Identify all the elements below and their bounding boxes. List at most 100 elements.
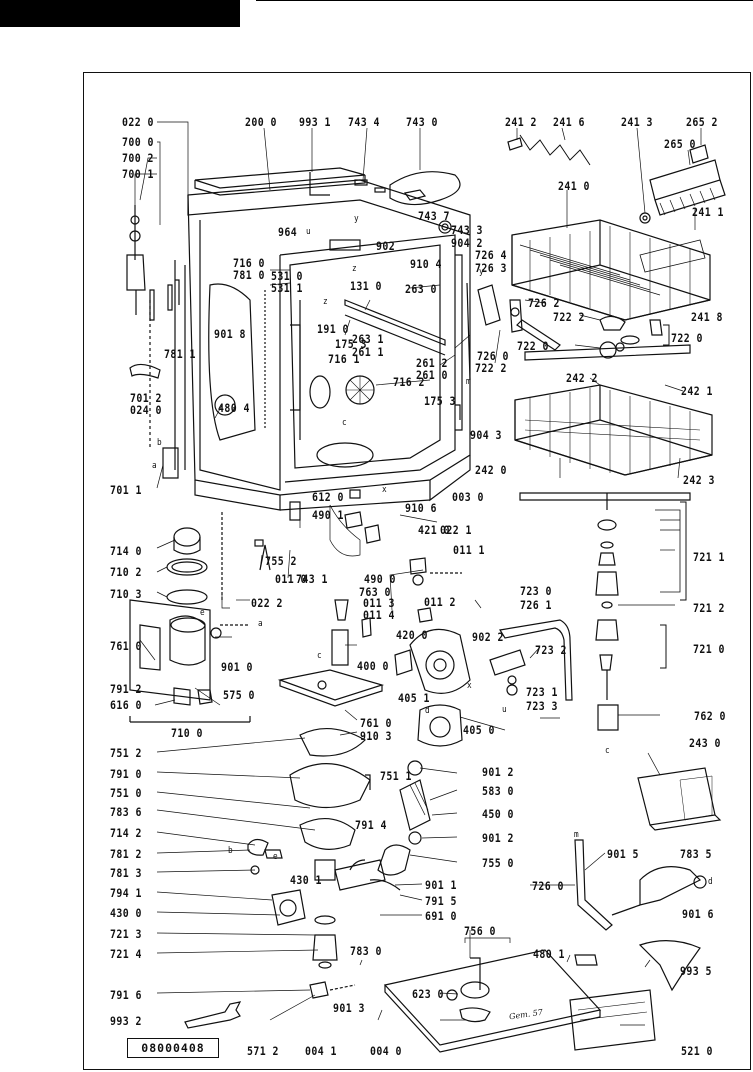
control-module — [569, 989, 656, 1051]
ref-letter-x-b: x — [467, 681, 473, 691]
part-label-726-1: 726 1 — [520, 598, 552, 612]
part-label-791-6: 791 6 — [110, 988, 142, 1002]
part-label-781-2: 781 2 — [110, 847, 142, 861]
wrench-tool — [184, 1001, 242, 1029]
drain-pump — [247, 838, 338, 969]
part-label-993-1: 993 1 — [299, 115, 331, 129]
part-label-791-2a: 791 2 — [110, 682, 142, 696]
part-label-743-0: 743 0 — [406, 115, 438, 129]
part-label-781-1: 781 1 — [164, 347, 196, 361]
upper-basket — [511, 219, 711, 321]
part-label-791-4: 791 4 — [355, 818, 387, 832]
part-label-612-0: 612 0 — [312, 490, 344, 504]
wash-pump-motor — [349, 628, 471, 891]
part-label-450-0: 450 0 — [482, 807, 514, 821]
part-label-783-6: 783 6 — [110, 805, 142, 819]
part-label-901-6: 901 6 — [682, 907, 714, 921]
part-label-405-0: 405 0 — [463, 723, 495, 737]
dispenser-lid — [354, 171, 461, 234]
part-label-531-0: 531 0 — [271, 269, 303, 283]
part-label-583-0: 583 0 — [482, 784, 514, 798]
part-label-571-2: 571 2 — [247, 1044, 279, 1058]
ref-letter-u-b: u — [502, 705, 508, 715]
part-label-726-0b: 726 0 — [532, 879, 564, 893]
part-label-004-1: 004 1 — [305, 1044, 337, 1058]
part-label-763-0: 763 0 — [359, 585, 391, 599]
part-label-175-3b: 175 3 — [424, 394, 456, 408]
part-label-901-0: 901 0 — [221, 660, 253, 674]
part-label-400-0: 400 0 — [357, 659, 389, 673]
diagram-frame — [83, 72, 751, 1070]
part-label-265-2: 265 2 — [686, 115, 718, 129]
part-label-910-6: 910 6 — [405, 501, 437, 515]
ref-letter-e-a: e — [200, 608, 206, 618]
part-label-904-2: 904 2 — [451, 236, 483, 250]
part-label-024-0: 024 0 — [130, 403, 162, 417]
part-label-616-0: 616 0 — [110, 698, 142, 712]
ref-letter-b-a: b — [157, 438, 163, 448]
cabinet-body — [174, 179, 471, 511]
part-label-721-4: 721 4 — [110, 947, 142, 961]
rack-rail — [519, 134, 591, 166]
left-assembly — [126, 205, 180, 479]
part-label-721-2: 721 2 — [693, 601, 725, 615]
part-label-904-3: 904 3 — [470, 428, 502, 442]
part-label-701-1: 701 1 — [110, 483, 142, 497]
part-label-751-2: 751 2 — [110, 746, 142, 760]
part-label-261-1: 261 1 — [352, 345, 384, 359]
part-label-004-0: 004 0 — [370, 1044, 402, 1058]
part-label-003-0: 003 0 — [452, 490, 484, 504]
part-label-743-7: 743 7 — [418, 209, 450, 223]
part-label-721-0: 721 0 — [693, 642, 725, 656]
part-label-721-1: 721 1 — [693, 550, 725, 564]
ref-letter-d-b: d — [708, 877, 714, 887]
part-label-200-0: 200 0 — [245, 115, 277, 129]
part-label-480-1: 480 1 — [533, 947, 565, 961]
part-label-901-2a: 901 2 — [482, 765, 514, 779]
part-label-242-2: 242 2 — [566, 371, 598, 385]
part-label-755-2: 755 2 — [265, 554, 297, 568]
part-label-722-0b: 722 0 — [517, 339, 549, 353]
part-label-420-0: 420 0 — [396, 628, 428, 642]
part-label-701-2: 701 2 — [130, 391, 162, 405]
part-label-430-1: 430 1 — [290, 873, 322, 887]
part-label-242-3: 242 3 — [683, 473, 715, 487]
part-label-022-0: 022 0 — [122, 115, 154, 129]
part-label-761-0a: 761 0 — [110, 639, 142, 653]
part-label-791-0: 791 0 — [110, 767, 142, 781]
part-label-993-5: 993 5 — [680, 964, 712, 978]
part-label-421-0: 421 0 — [418, 523, 450, 537]
part-label-783-5: 783 5 — [680, 847, 712, 861]
part-label-755-0: 755 0 — [482, 856, 514, 870]
part-label-241-1: 241 1 — [692, 205, 724, 219]
part-label-430-0: 430 0 — [110, 906, 142, 920]
part-label-263-1: 263 1 — [352, 332, 384, 346]
part-label-714-0a: 714 0 — [110, 544, 142, 558]
water-softener — [129, 527, 251, 723]
part-label-131-0: 131 0 — [350, 279, 382, 293]
part-label-241-6: 241 6 — [553, 115, 585, 129]
part-label-723-1: 723 1 — [526, 685, 558, 699]
lower-spray-arm — [519, 492, 691, 731]
part-label-761-0b: 761 0 — [360, 716, 392, 730]
ref-letter-u-a: u — [306, 227, 312, 237]
part-label-575-0: 575 0 — [223, 688, 255, 702]
part-label-261-2: 261 2 — [416, 356, 448, 370]
ref-letter-y-b: y — [479, 267, 485, 277]
part-label-762-0: 762 0 — [694, 709, 726, 723]
header-rule — [256, 0, 753, 1]
ref-letter-m-a: m — [466, 377, 472, 387]
part-label-241-2: 241 2 — [505, 115, 537, 129]
part-label-241-8: 241 8 — [691, 310, 723, 324]
part-label-722-2b: 722 2 — [475, 361, 507, 375]
part-label-263-0: 263 0 — [405, 282, 437, 296]
ref-letter-d-a: d — [425, 706, 431, 716]
part-label-726-2: 726 2 — [528, 296, 560, 310]
part-label-241-0: 241 0 — [558, 179, 590, 193]
part-label-242-1: 242 1 — [681, 384, 713, 398]
part-label-751-1: 751 1 — [380, 769, 412, 783]
feed-tube — [489, 619, 573, 701]
ref-letter-x-a: x — [382, 485, 388, 495]
part-label-710-0: 710 0 — [171, 726, 203, 740]
part-label-490-1: 490 1 — [312, 508, 344, 522]
